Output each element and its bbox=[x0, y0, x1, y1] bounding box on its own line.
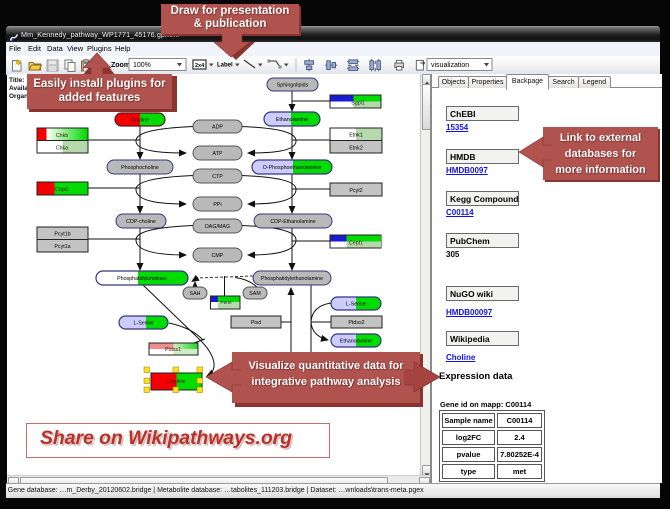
svg-text:PPi: PPi bbox=[213, 202, 221, 208]
svg-text:Zoom:: Zoom: bbox=[111, 62, 132, 69]
svg-text:Chpt1: Chpt1 bbox=[55, 187, 69, 193]
svg-text:SAM: SAM bbox=[249, 291, 260, 297]
svg-text:Etnk2: Etnk2 bbox=[349, 146, 363, 152]
svg-text:Label: Label bbox=[217, 63, 233, 69]
svg-text:CDP-choline: CDP-choline bbox=[126, 219, 156, 225]
svg-text:visualization: visualization bbox=[431, 62, 469, 69]
svg-text:Organis: Organis bbox=[9, 93, 34, 100]
svg-text:Sphingolipids: Sphingolipids bbox=[277, 83, 309, 89]
svg-text:Ethanolamine: Ethanolamine bbox=[276, 117, 308, 123]
svg-text:Pcyt1a: Pcyt1a bbox=[54, 244, 70, 250]
svg-text:Pisd: Pisd bbox=[251, 320, 261, 326]
svg-text:100%: 100% bbox=[133, 62, 151, 69]
svg-text:Phosphatidylethanolamine: Phosphatidylethanolamine bbox=[261, 276, 323, 282]
svg-text:Cept1: Cept1 bbox=[349, 241, 363, 247]
svg-text:CTP: CTP bbox=[212, 174, 223, 180]
svg-text:2x4: 2x4 bbox=[195, 63, 205, 69]
svg-text:DAG/MAG: DAG/MAG bbox=[205, 224, 230, 230]
svg-text:Pcyt2: Pcyt2 bbox=[349, 188, 362, 194]
svg-text:Choline: Choline bbox=[167, 379, 185, 385]
svg-text:Chkb: Chkb bbox=[56, 133, 68, 139]
svg-text:ATP: ATP bbox=[213, 151, 223, 157]
svg-text:O-Phosphoethanolamine: O-Phosphoethanolamine bbox=[263, 165, 322, 171]
svg-text:Pcyt1b: Pcyt1b bbox=[54, 232, 70, 238]
svg-text:Phosphatidylcholines: Phosphatidylcholines bbox=[117, 276, 167, 282]
svg-text:Etnk1: Etnk1 bbox=[349, 133, 363, 139]
svg-text:Sgpl1: Sgpl1 bbox=[351, 101, 365, 107]
svg-text:Phosphocholine: Phosphocholine bbox=[121, 165, 159, 171]
svg-text:L-Serine: L-Serine bbox=[346, 302, 366, 308]
svg-text:SAH: SAH bbox=[190, 291, 201, 297]
svg-text:CMP: CMP bbox=[212, 253, 224, 259]
svg-text:Ptdss1: Ptdss1 bbox=[165, 347, 181, 353]
svg-text:Availab: Availab bbox=[9, 85, 32, 92]
svg-text:Chka: Chka bbox=[56, 146, 68, 152]
svg-text:CDP-Ethanolamine: CDP-Ethanolamine bbox=[270, 219, 315, 225]
svg-text:Ptdss2: Ptdss2 bbox=[348, 320, 364, 326]
svg-text:ADP: ADP bbox=[212, 125, 223, 131]
svg-text:Pemt: Pemt bbox=[220, 300, 232, 306]
svg-text:Title:: Title: bbox=[9, 77, 24, 84]
svg-text:Choline: Choline bbox=[131, 118, 149, 124]
svg-text:Ethanolamine: Ethanolamine bbox=[340, 339, 372, 345]
svg-text:L-Serine: L-Serine bbox=[133, 321, 153, 327]
